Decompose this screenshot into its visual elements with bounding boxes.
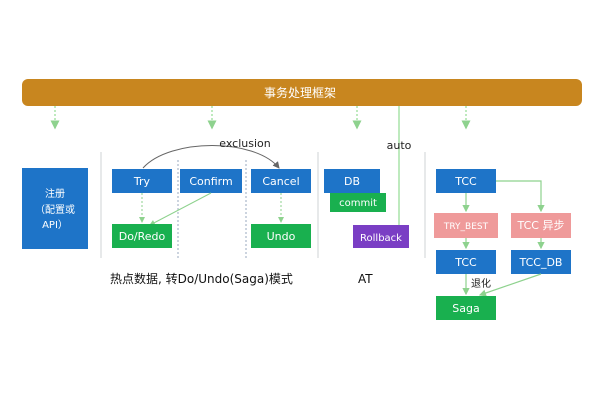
svg-text:DB: DB bbox=[344, 175, 360, 188]
section-dividers bbox=[100, 152, 426, 258]
svg-text:TCC 异步: TCC 异步 bbox=[517, 219, 565, 232]
node-undo: Undo bbox=[251, 224, 311, 248]
exclusion-arc bbox=[142, 145, 280, 169]
tcc-mode-caption: 热点数据, 转Do/Undo(Saga)模式 bbox=[110, 271, 293, 286]
node-rollback: Rollback bbox=[353, 225, 409, 248]
register-line-2: （配置或 bbox=[35, 204, 75, 216]
svg-text:Try: Try bbox=[133, 175, 151, 188]
title-bar: 事务处理框架 bbox=[22, 79, 582, 106]
node-commit: commit bbox=[330, 193, 386, 212]
svg-text:Undo: Undo bbox=[267, 230, 296, 243]
svg-text:TRY_BEST: TRY_BEST bbox=[443, 222, 489, 232]
node-cancel: Cancel bbox=[251, 169, 311, 193]
svg-text:Rollback: Rollback bbox=[360, 233, 402, 244]
auto-label: auto bbox=[387, 139, 412, 152]
title-connectors bbox=[50, 106, 471, 130]
node-confirm: Confirm bbox=[180, 169, 242, 193]
node-tcc: TCC bbox=[436, 169, 496, 193]
node-tcc-async: TCC 异步 bbox=[511, 213, 571, 238]
node-saga: Saga bbox=[436, 296, 496, 320]
node-db: DB bbox=[324, 169, 380, 193]
svg-text:Cancel: Cancel bbox=[262, 175, 299, 188]
svg-text:TCC_DB: TCC_DB bbox=[519, 256, 563, 269]
confirm-to-doredo-arrow bbox=[149, 192, 212, 226]
svg-text:Confirm: Confirm bbox=[189, 175, 232, 188]
node-tcc-db: TCC_DB bbox=[511, 250, 571, 274]
register-box: 注册 （配置或 API） bbox=[22, 168, 88, 249]
node-tcc-2: TCC bbox=[436, 250, 496, 274]
svg-text:commit: commit bbox=[339, 198, 377, 209]
svg-text:Saga: Saga bbox=[452, 302, 479, 315]
tcc-to-async-arrow bbox=[496, 180, 545, 213]
node-try: Try bbox=[112, 169, 172, 193]
svg-text:Do/Redo: Do/Redo bbox=[119, 230, 166, 243]
node-do-redo: Do/Redo bbox=[112, 224, 172, 248]
svg-text:TCC: TCC bbox=[454, 175, 477, 188]
register-line-3: API） bbox=[42, 219, 68, 231]
register-line-1: 注册 bbox=[45, 187, 65, 200]
tccdb-to-saga-arrow bbox=[478, 273, 542, 297]
exclusion-label: exclusion bbox=[219, 137, 270, 150]
svg-text:TCC: TCC bbox=[454, 256, 477, 269]
at-caption: AT bbox=[358, 272, 373, 286]
title-bar-label: 事务处理框架 bbox=[264, 85, 336, 100]
degrade-label: 退化 bbox=[471, 277, 491, 290]
node-try-best: TRY_BEST bbox=[434, 213, 498, 238]
